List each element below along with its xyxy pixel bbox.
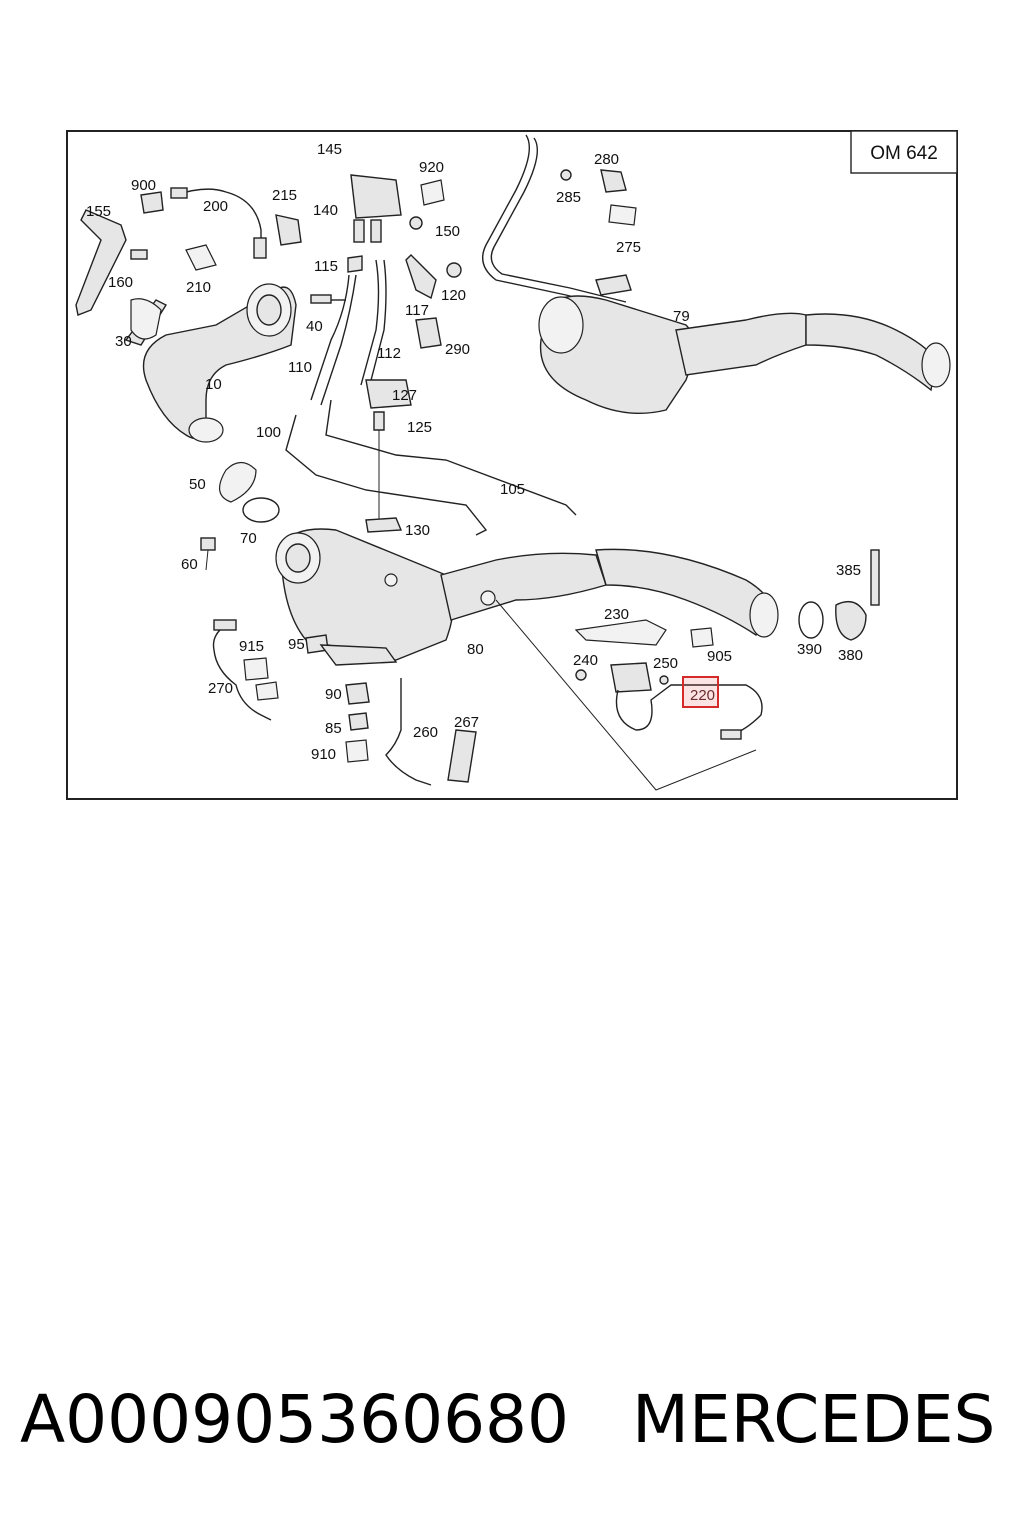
diagram-border [66,130,958,800]
lower-dpf-assembly [275,528,880,661]
highlighted-callout-box [682,676,719,708]
callout-200: 200 [203,198,228,215]
callout-labels: 145 920 900 200 215 155 140 150 160 210 … [86,141,863,763]
callout-290: 290 [445,341,470,358]
callout-95: 95 [288,636,305,653]
callout-50: 50 [189,476,206,493]
callout-60: 60 [181,556,198,573]
callout-910: 910 [311,746,336,763]
engine-code-tab: OM 642 [850,130,958,174]
callout-270: 270 [208,680,233,697]
callout-915: 915 [239,638,264,655]
callout-280: 280 [594,151,619,168]
callout-127: 127 [392,387,417,404]
callout-117: 117 [405,302,429,319]
pressure-sensor-group [310,174,462,406]
upper-catalyst-assembly [75,209,346,443]
callout-80: 80 [467,641,484,658]
callout-285: 285 [556,189,581,206]
exploded-parts-diagram: OM 642 [66,130,958,800]
callout-115: 115 [314,258,338,275]
callout-85: 85 [325,720,342,737]
callout-120: 120 [441,287,466,304]
callout-40: 40 [306,318,323,335]
callout-70: 70 [240,530,257,547]
engine-code-label: OM 642 [870,143,938,164]
callout-79: 79 [673,308,690,325]
callout-220-highlighted: 220 [690,687,715,704]
callout-125: 125 [407,419,432,436]
callout-267: 267 [454,714,479,731]
lower-left-harness [212,619,477,786]
callout-250: 250 [653,655,678,672]
callout-100: 100 [256,424,281,441]
callout-90: 90 [325,686,342,703]
callout-140: 140 [313,202,338,219]
callout-10: 10 [205,376,222,393]
part-caption: A000905360680 MERCEDES [20,1380,1010,1460]
callout-112: 112 [377,345,401,362]
right-dpf-assembly [482,134,951,414]
callout-240: 240 [573,652,598,669]
callout-380: 380 [838,647,863,664]
callout-110: 110 [288,359,312,376]
upper-sensor-wires [140,187,302,271]
callout-920: 920 [419,159,444,176]
callout-160: 160 [108,274,133,291]
callout-230: 230 [604,606,629,623]
brand-name: MERCEDES [632,1381,996,1458]
middle-pipes [285,379,577,536]
callout-275: 275 [616,239,641,256]
callout-145: 145 [317,141,342,158]
callout-210: 210 [186,279,211,296]
callout-150: 150 [435,223,460,240]
part-number: A000905360680 [20,1381,570,1458]
callout-215: 215 [272,187,297,204]
callout-130: 130 [405,522,430,539]
callout-155: 155 [86,203,111,220]
callout-385: 385 [836,562,861,579]
callout-260: 260 [413,724,438,741]
callout-905: 905 [707,648,732,665]
callout-105: 105 [500,481,525,498]
callout-30: 30 [115,333,132,350]
callout-900: 900 [131,177,156,194]
lower-clamp-gasket [200,461,280,571]
diagram-svg: OM 642 [66,130,958,800]
nox-sensor-group [495,599,763,791]
callout-390: 390 [797,641,822,658]
